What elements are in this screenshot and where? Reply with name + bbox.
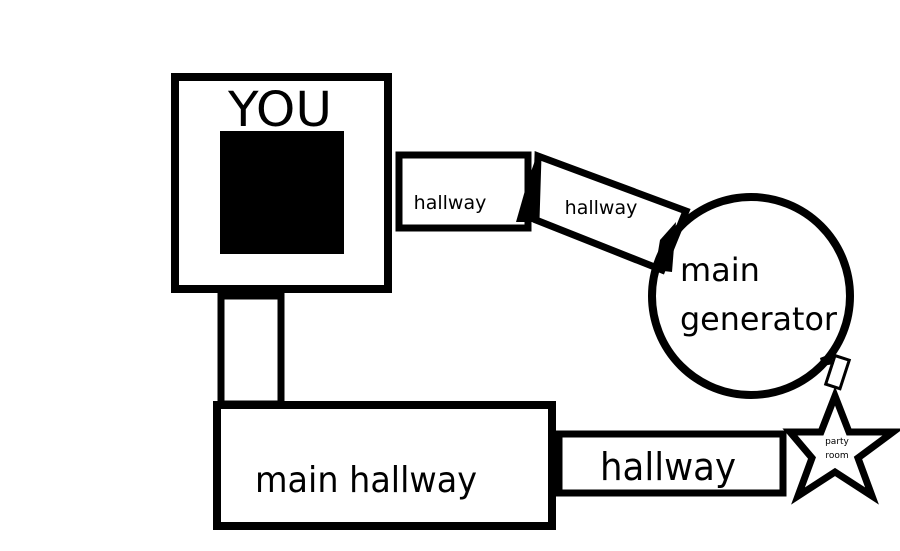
you-label: YOU — [227, 82, 332, 138]
vertical-connector — [217, 292, 285, 408]
main-generator-label-line1: main — [680, 251, 760, 289]
main-hallway-label: main hallway — [255, 460, 477, 501]
party-room-label-line1: party — [825, 437, 849, 447]
upper-hallway-1: hallway — [395, 151, 537, 232]
lower-hallway: hallway — [555, 430, 787, 497]
party-room-label-line2: room — [825, 451, 848, 461]
upper-hallway-2-label: hallway — [565, 197, 638, 219]
generator-party-connector — [820, 353, 852, 391]
main-generator-label-line2: generator — [680, 300, 838, 338]
player-marker — [220, 131, 344, 254]
party-room: party room — [782, 386, 900, 505]
main-hallway: main hallway — [213, 401, 556, 530]
main-generator-room: main generator — [648, 193, 854, 399]
upper-hallway-1-label: hallway — [414, 192, 487, 214]
you-room: YOU — [171, 73, 392, 293]
lower-hallway-label: hallway — [600, 445, 736, 489]
